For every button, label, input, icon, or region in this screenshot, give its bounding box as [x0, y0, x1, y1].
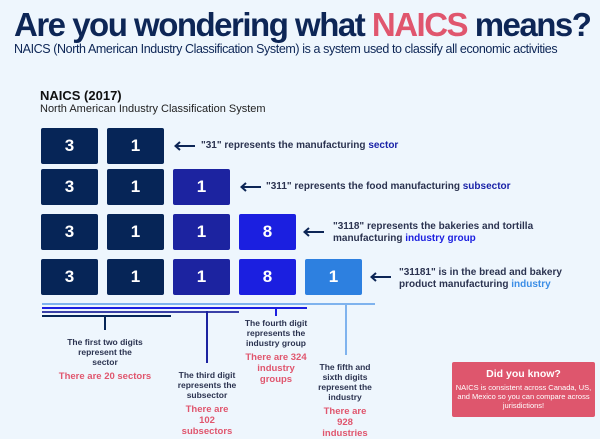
row-label: "3118" represents the bakeries and torti…	[333, 221, 533, 245]
bracket-line-group	[42, 307, 307, 309]
note-text: The first two digits represent the secto…	[67, 337, 143, 367]
callout-body: NAICS is consistent across Canada, US, a…	[455, 383, 592, 410]
callout-title: Did you know?	[486, 368, 561, 380]
page-subtitle: NAICS (North American Industry Classific…	[14, 42, 558, 56]
arrow-left-icon	[174, 141, 195, 151]
row-keyword: subsector	[462, 181, 511, 192]
digit-box: 1	[173, 169, 230, 205]
note-text: The fourth digit represents the industry…	[244, 318, 308, 348]
digit-box: 1	[173, 214, 230, 250]
row-keyword: sector	[368, 140, 399, 151]
page-title: Are you wondering what NAICS means?	[14, 6, 592, 44]
connector-line	[345, 303, 347, 355]
connector-line	[275, 307, 277, 316]
digit-box: 1	[107, 128, 164, 164]
title-text-end: means?	[467, 6, 592, 43]
note-text: The third digit represents the subsector	[177, 370, 237, 400]
note-count: There are 324 industry groups	[245, 352, 307, 385]
digit-box: 3	[41, 214, 98, 250]
diagram-heading: NAICS (2017)	[40, 88, 122, 103]
note-text: The fifth and sixth digits represent the…	[318, 362, 372, 402]
arrow-left-icon	[370, 272, 391, 282]
digit-box: 1	[107, 169, 164, 205]
diagram-subheading: North American Industry Classification S…	[40, 103, 266, 115]
row-keyword: industry	[511, 279, 551, 290]
row-text-line1: "31181" is in the bread and bakery	[399, 267, 562, 278]
bracket-line-sector	[42, 315, 171, 317]
digit-box: 3	[41, 128, 98, 164]
did-you-know-callout: Did you know? NAICS is consistent across…	[452, 362, 595, 417]
title-highlight: NAICS	[371, 6, 469, 43]
row-text: product manufacturing	[399, 279, 512, 290]
note-sector: The first two digits represent the secto…	[50, 337, 160, 382]
row-label: "31" represents the manufacturing sector	[201, 140, 398, 152]
note-industry: The fifth and sixth digits represent the…	[290, 362, 400, 439]
connector-line	[206, 311, 208, 363]
row-keyword: industry group	[405, 233, 476, 244]
digit-box: 1	[173, 259, 230, 295]
bracket-line-subsector	[42, 311, 239, 313]
note-count: There are 928 industries	[322, 406, 368, 439]
arrow-left-icon	[240, 182, 261, 192]
row-text-line1: "3118" represents the bakeries and torti…	[333, 221, 534, 232]
digit-box: 8	[239, 214, 296, 250]
note-subsector: The third digit represents the subsector…	[152, 370, 262, 437]
note-count: There are 20 sectors	[58, 371, 152, 382]
note-count: There are 102 subsectors	[181, 404, 233, 437]
row-text: "311" represents the food manufacturing	[266, 181, 463, 192]
digit-box: 3	[41, 259, 98, 295]
title-text: Are you wondering what	[14, 6, 372, 43]
row-text: manufacturing	[333, 233, 406, 244]
row-label: "311" represents the food manufacturing …	[266, 181, 511, 193]
arrow-left-icon	[303, 227, 324, 237]
digit-box: 8	[239, 259, 296, 295]
bracket-line-industry	[42, 303, 375, 305]
digit-box: 1	[107, 214, 164, 250]
digit-box: 1	[305, 259, 362, 295]
note-industry-group: The fourth digit represents the industry…	[221, 318, 331, 385]
digit-box: 1	[107, 259, 164, 295]
row-text: "31" represents the manufacturing	[201, 140, 369, 151]
digit-box: 3	[41, 169, 98, 205]
connector-line	[104, 315, 106, 330]
